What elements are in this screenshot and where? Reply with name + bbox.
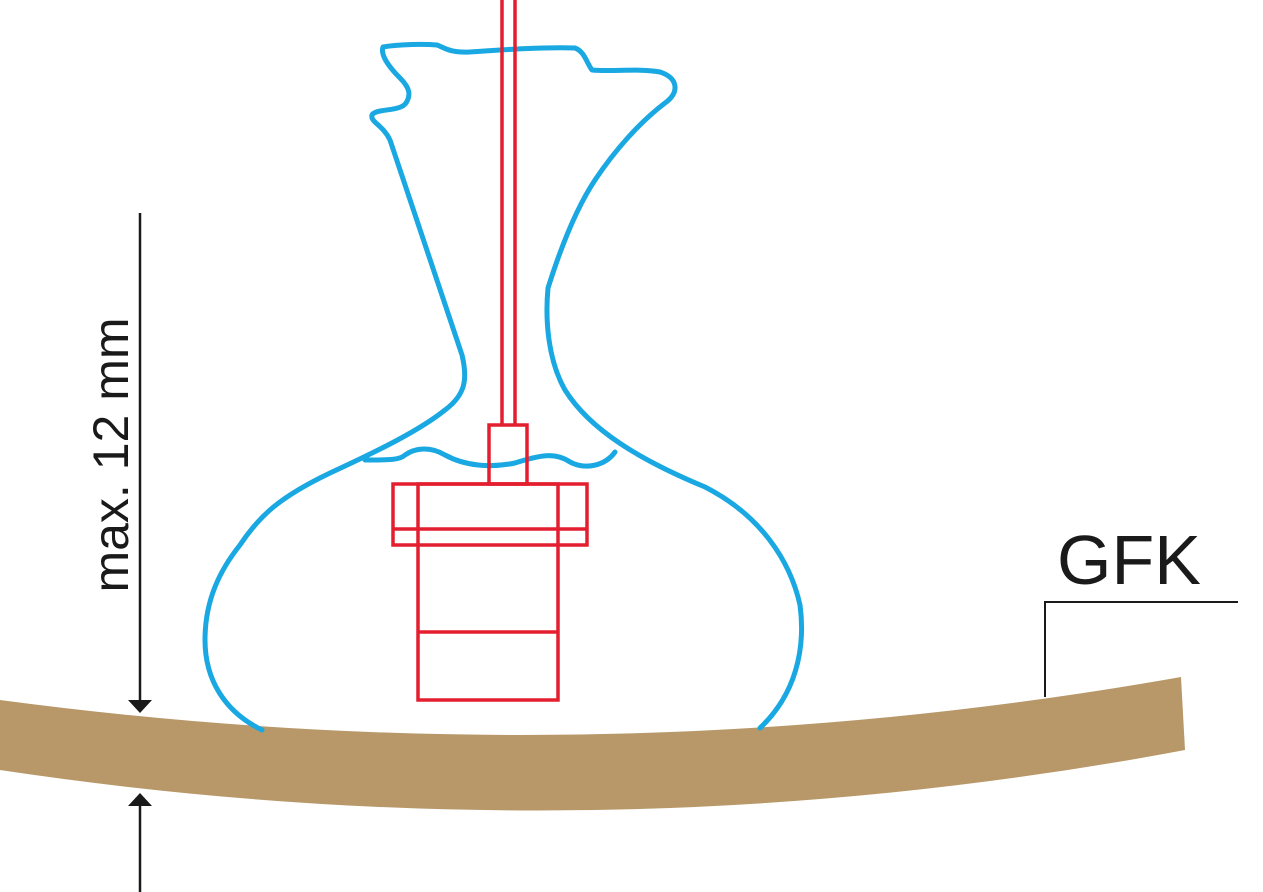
dimension-label: max. 12 mm <box>83 317 139 592</box>
gfk-leader-line <box>1044 601 1238 697</box>
sensor-neck <box>487 423 529 486</box>
sensor <box>391 0 589 702</box>
bag-seal-wave <box>362 446 618 469</box>
sensor-body <box>416 482 560 702</box>
gfk-label: GFK <box>1057 521 1201 599</box>
dimension-arrows <box>128 213 152 892</box>
vacuum-bag-outline <box>202 41 805 733</box>
gfk-laminate <box>0 677 1185 811</box>
arrow-down-icon <box>128 700 152 713</box>
arrow-up-icon <box>128 793 152 806</box>
